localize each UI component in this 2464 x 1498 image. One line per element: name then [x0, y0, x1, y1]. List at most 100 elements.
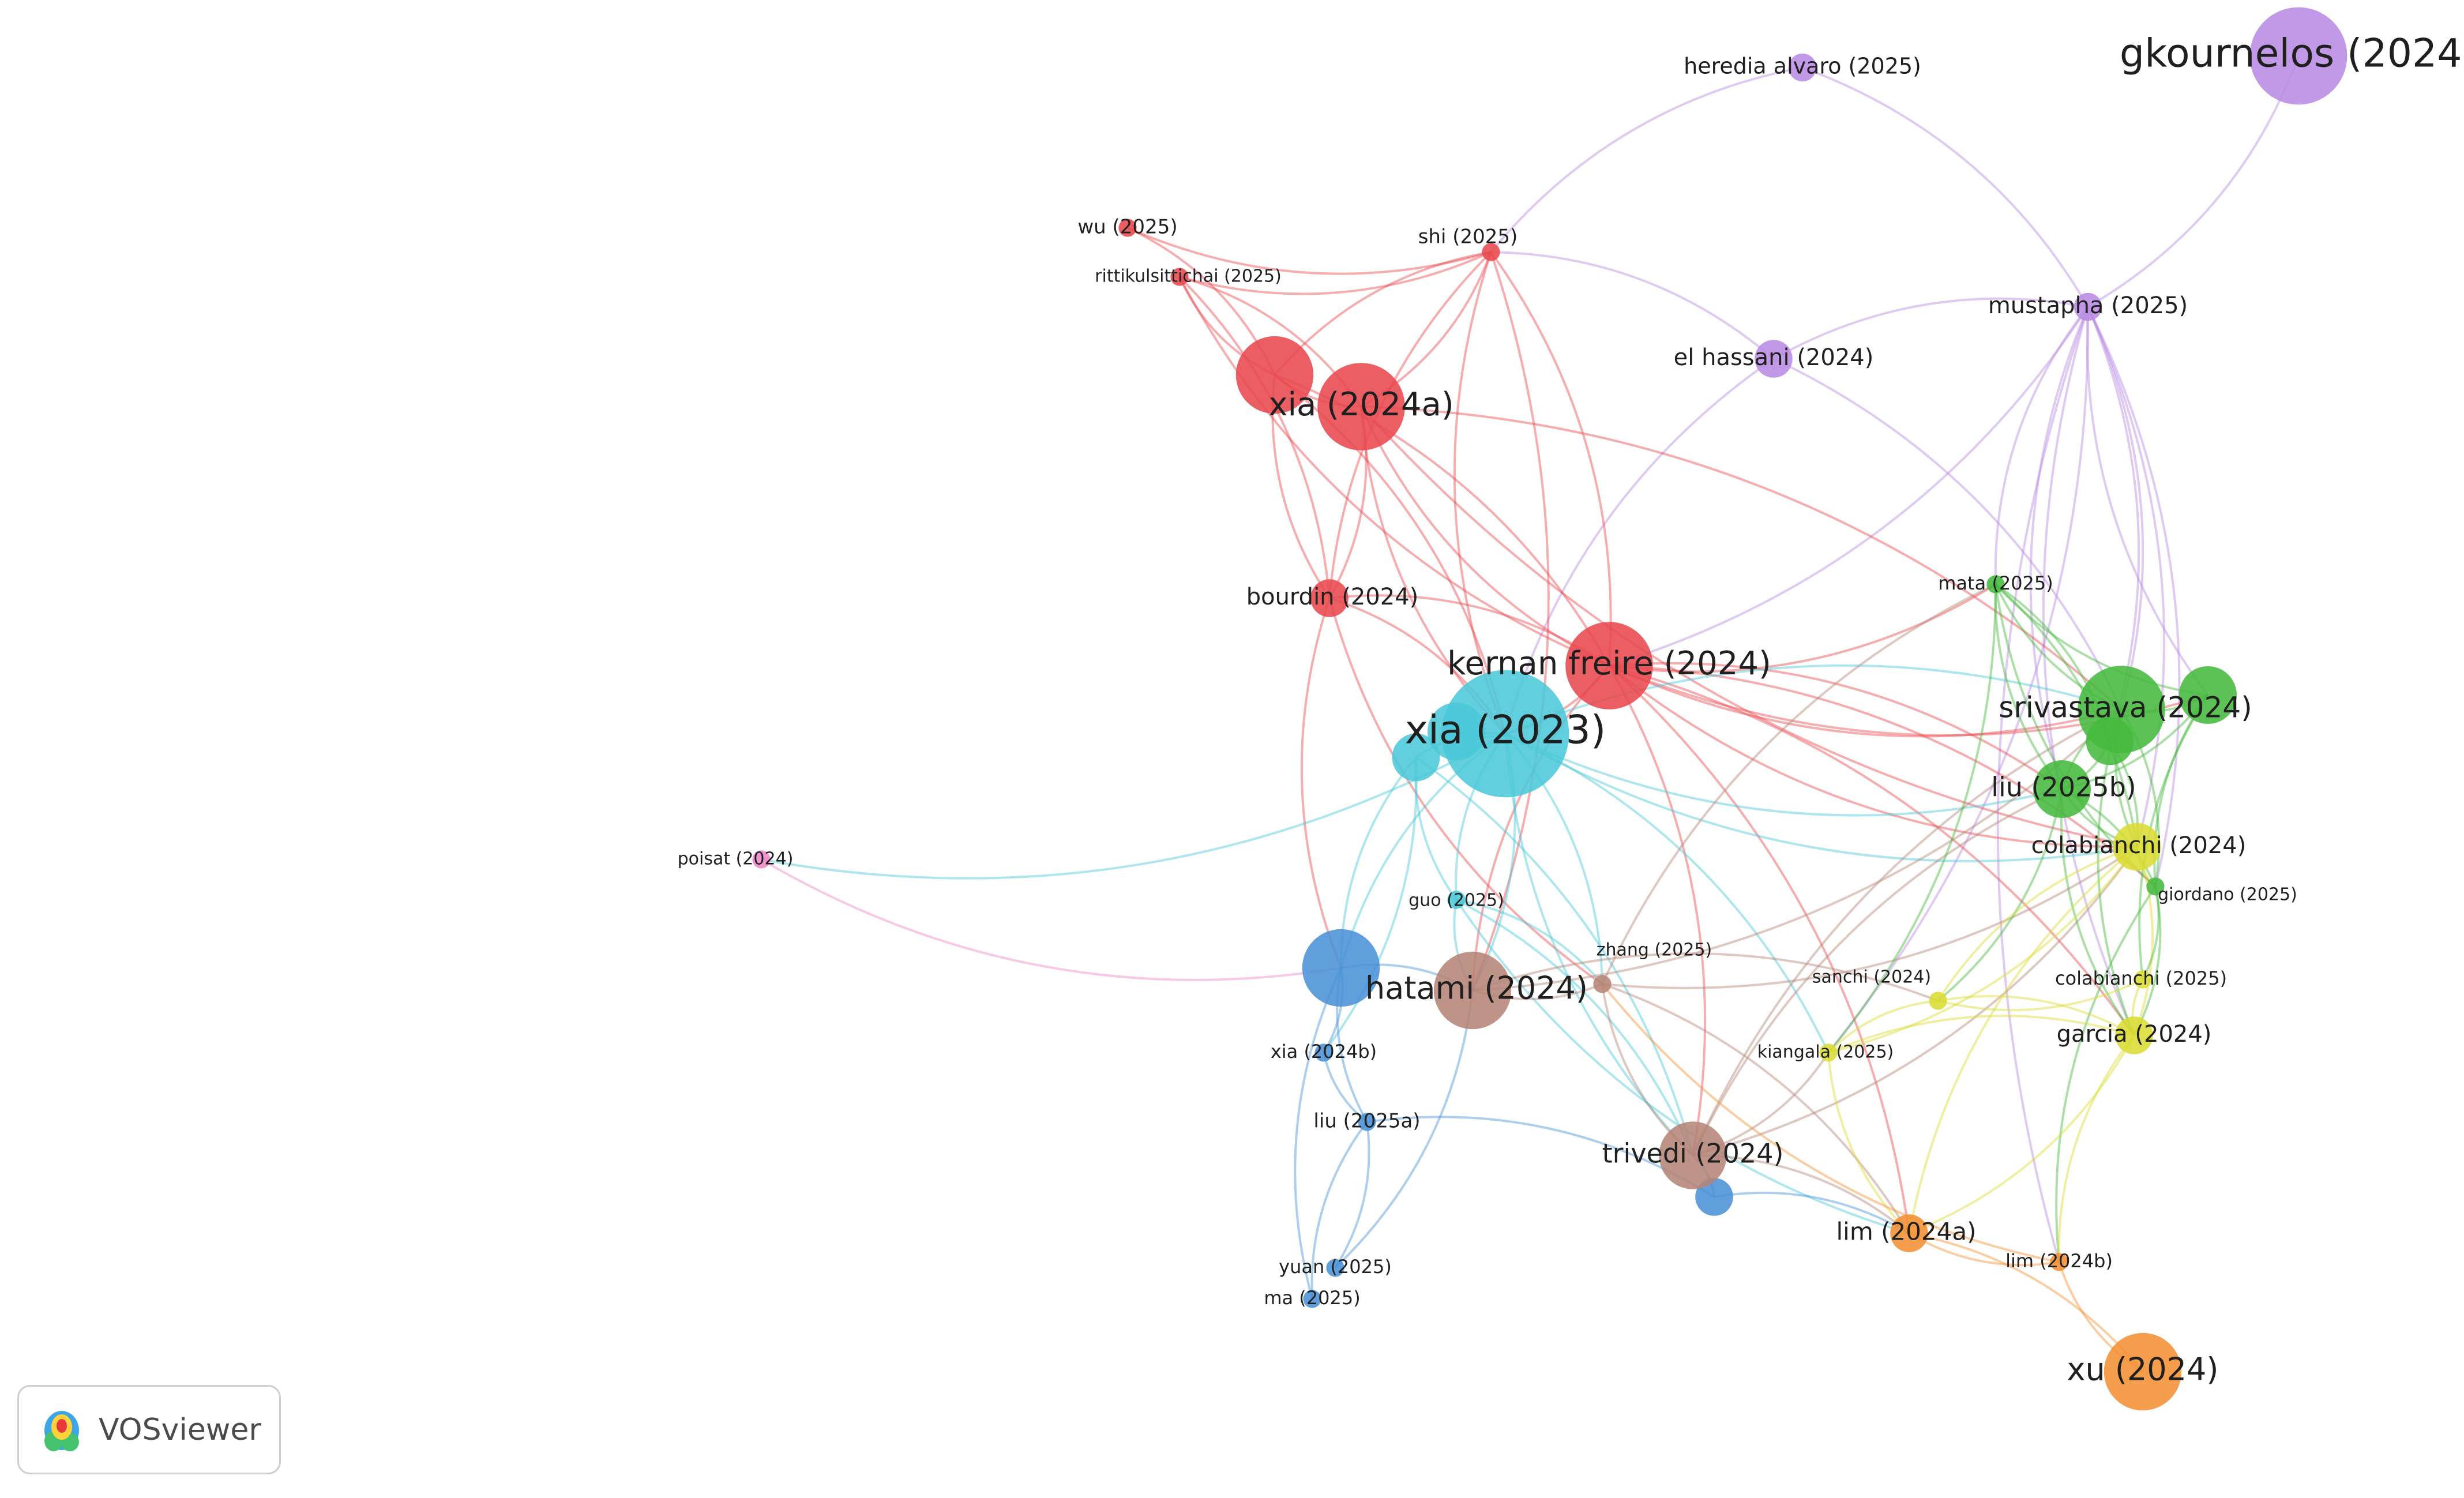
- node-lim2024a[interactable]: [1890, 1214, 1928, 1252]
- node-label-trivedi: trivedi (2024): [1602, 1138, 1784, 1169]
- link-xia2023-kiangala: [1505, 733, 1830, 1053]
- node-label-xia2023: xia (2023): [1405, 708, 1606, 753]
- link-kernan-srivastava: [1609, 664, 2122, 738]
- link-xia2023-liu2025b: [1505, 733, 2063, 817]
- link-gkournelos-mustapha: [2087, 55, 2300, 308]
- node-rittik[interactable]: [1170, 268, 1189, 286]
- node-kiangala[interactable]: [1819, 1043, 1838, 1062]
- link-elhassani-shi: [1490, 251, 1775, 360]
- link-zhang-colabianchi2024: [1602, 846, 2138, 989]
- link-liu2025b-sanchi: [1937, 789, 2063, 1002]
- link-poisat-bluebig: [760, 858, 1342, 981]
- link-mata-liu2025b: [1994, 584, 2063, 790]
- node-label-xu: xu (2024): [2067, 1351, 2219, 1388]
- link-kernan-giordano: [1609, 664, 2157, 888]
- link-layer: [760, 55, 2300, 1373]
- link-mata-kiangala: [1827, 584, 1997, 1054]
- link-shi-hatami: [1471, 251, 1550, 991]
- link-trivedi-colabianchi2024: [1692, 846, 2138, 1157]
- link-lim2024b-zhang: [1601, 983, 2060, 1263]
- node-label-hatami: hatami (2024): [1365, 970, 1588, 1007]
- node-bluebig[interactable]: [1302, 929, 1380, 1007]
- node-liu2025a[interactable]: [1358, 1113, 1376, 1131]
- node-liu2025b[interactable]: [2033, 760, 2091, 818]
- node-poisat[interactable]: [752, 850, 771, 869]
- node-mata[interactable]: [1986, 575, 2005, 594]
- link-garcia-lim2024b: [2057, 1034, 2135, 1263]
- link-xia2023-colabianchi2024: [1505, 733, 2138, 862]
- node-cyan3[interactable]: [1392, 733, 1440, 782]
- node-bluesmall[interactable]: [1695, 1178, 1733, 1216]
- node-xia2024b[interactable]: [1314, 1043, 1333, 1062]
- node-label-guo: guo (2025): [1408, 891, 1504, 911]
- node-gkournelos[interactable]: [2249, 7, 2347, 105]
- link-guo-lim2024a: [1455, 899, 1910, 1234]
- link-kernan-hatami: [1471, 664, 1610, 991]
- node-label-zhang: zhang (2025): [1597, 940, 1712, 960]
- link-cyan3-xia2024b: [1323, 757, 1418, 1054]
- link-garcia-lim2024a: [1909, 1035, 2135, 1234]
- app-name: VOSviewer: [99, 1412, 261, 1447]
- node-label-colabianchi2024: colabianchi (2024): [2031, 832, 2247, 859]
- node-kernan[interactable]: [1565, 622, 1653, 709]
- link-sanchi-kiangala: [1827, 1000, 1939, 1054]
- link-mustapha-colabianchi2024: [2087, 306, 2166, 847]
- node-guo[interactable]: [1447, 891, 1466, 909]
- node-green3[interactable]: [2086, 717, 2134, 765]
- node-lim2024b[interactable]: [2050, 1253, 2068, 1271]
- node-label-yuan: yuan (2025): [1279, 1256, 1392, 1278]
- node-label-xia2024b: xia (2024b): [1271, 1041, 1377, 1063]
- node-label-sanchi: sanchi (2024): [1812, 967, 1931, 988]
- link-heredia-mustapha: [1802, 66, 2089, 308]
- link-kernan-mata: [1609, 583, 1997, 673]
- node-label-kiangala: kiangala (2025): [1757, 1042, 1894, 1063]
- link-xia2024a-colabianchi2024: [1360, 406, 2138, 848]
- node-label-bourdin: bourdin (2024): [1246, 584, 1419, 610]
- link-shi-rittik: [1179, 251, 1492, 295]
- link-xia2024a-srivastava: [1361, 406, 2123, 711]
- node-sanchi[interactable]: [1929, 992, 1947, 1010]
- node-cyan2[interactable]: [1428, 703, 1485, 760]
- label-layer: gkournelos (2024)heredia alvaro (2025)mu…: [678, 31, 2464, 1388]
- link-sanchi-garcia: [1937, 995, 2135, 1037]
- node-xu[interactable]: [2104, 1332, 2182, 1411]
- link-xia2023-poisat: [761, 733, 1506, 880]
- node-green2[interactable]: [2179, 666, 2237, 724]
- link-kernan-trivedi: [1608, 665, 1707, 1156]
- link-guo-trivedi: [1456, 899, 1694, 1156]
- link-wu-shi: [1127, 227, 1492, 275]
- node-xia2024a[interactable]: [1317, 363, 1405, 450]
- link-kernan-lim2024a: [1608, 664, 1910, 1234]
- node-mustapha[interactable]: [2074, 292, 2102, 321]
- node-colabianchi2024[interactable]: [2113, 823, 2161, 871]
- node-heredia[interactable]: [1788, 53, 1817, 82]
- link-mustapha-liu2025b: [2029, 306, 2089, 790]
- link-kiangala-garcia: [1828, 1015, 2135, 1054]
- node-bourdin[interactable]: [1310, 579, 1349, 617]
- node-yuan[interactable]: [1326, 1259, 1344, 1277]
- node-elhassani[interactable]: [1755, 340, 1793, 378]
- link-xia2024a-kernan: [1360, 406, 1610, 667]
- node-ma[interactable]: [1303, 1290, 1321, 1308]
- link-colabianchi2024-sanchi: [1937, 846, 2138, 1002]
- node-colabianchi2025[interactable]: [2134, 970, 2152, 989]
- node-giordano[interactable]: [2146, 877, 2165, 896]
- link-xia2024b-liu2025a: [1323, 1052, 1368, 1123]
- node-xia2023[interactable]: [1441, 670, 1569, 798]
- node-label-liu2025b: liu (2025b): [1991, 772, 2136, 803]
- link-mustapha-srivastava: [2087, 306, 2144, 710]
- link-yuan-hatami: [1334, 990, 1474, 1269]
- node-wu[interactable]: [1118, 219, 1137, 237]
- node-shi[interactable]: [1482, 243, 1500, 261]
- link-xia2023-trivedi: [1504, 733, 1694, 1157]
- link-zhang-mata: [1601, 583, 1996, 985]
- node-trivedi[interactable]: [1659, 1121, 1727, 1189]
- node-label-wu: wu (2025): [1077, 216, 1177, 239]
- node-zhang[interactable]: [1593, 975, 1612, 993]
- node-redbig[interactable]: [1235, 336, 1314, 414]
- link-kernan-garcia: [1609, 664, 2135, 1037]
- node-label-lim2024a: lim (2024a): [1836, 1218, 1977, 1246]
- node-hatami[interactable]: [1433, 951, 1512, 1030]
- node-garcia[interactable]: [2115, 1016, 2153, 1054]
